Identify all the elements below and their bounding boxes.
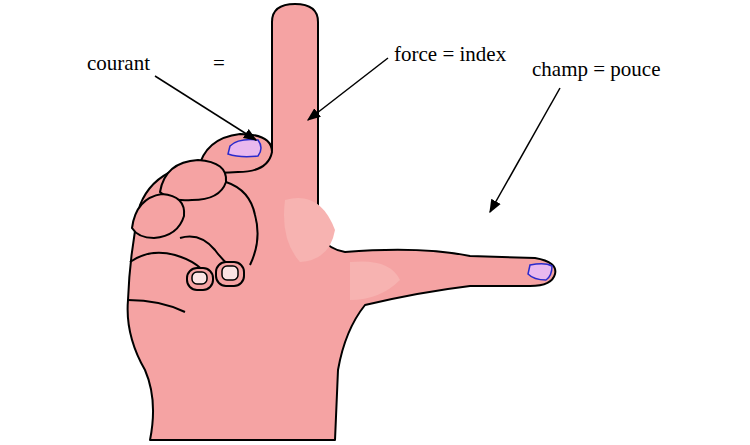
callout-label: courant <box>87 52 150 75</box>
leader-arrow <box>308 58 388 120</box>
ring-finger <box>160 160 226 200</box>
hand-outline <box>128 4 556 440</box>
little-finger <box>132 194 184 238</box>
callout-label: = <box>213 52 225 75</box>
callout-label: champ = pouce <box>532 58 660 81</box>
leader-arrow <box>490 88 560 212</box>
leader-arrow <box>155 76 256 140</box>
thumb-nail <box>528 264 552 280</box>
callout-label: force = index <box>394 43 506 66</box>
middle-nail <box>228 140 261 157</box>
